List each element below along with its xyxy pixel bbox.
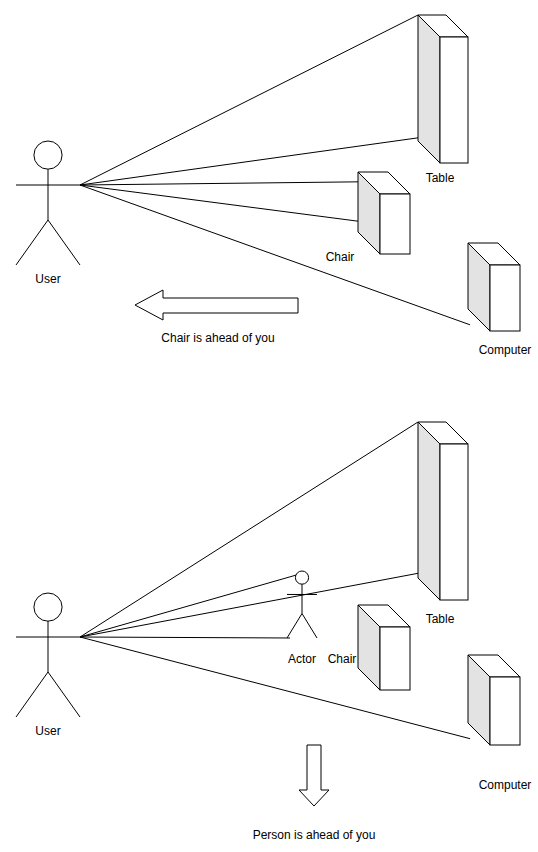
node-label: Table — [426, 171, 455, 185]
person-figure: User — [16, 592, 80, 717]
node-label: Computer — [479, 778, 532, 792]
node-label: Chair — [326, 250, 355, 264]
object-block: Chair — [358, 172, 410, 254]
caption-text: Chair is ahead of you — [161, 331, 274, 345]
node-label: Chair — [328, 652, 357, 666]
sight-line — [80, 637, 470, 739]
node-label: User — [35, 272, 60, 286]
sight-line — [80, 15, 418, 185]
person-figure: User — [16, 140, 80, 265]
sight-line — [80, 185, 470, 325]
sight-line — [80, 422, 418, 637]
left-arrow — [135, 290, 298, 320]
node-label: Computer — [479, 343, 532, 357]
node-label: Table — [426, 612, 455, 626]
down-arrow — [299, 745, 329, 806]
object-block: Computer — [468, 655, 520, 745]
object-block: Table — [418, 422, 468, 600]
object-block: Table — [418, 15, 468, 163]
node-label: Actor — [288, 652, 316, 666]
sight-line — [80, 573, 302, 638]
caption-text: Person is ahead of you — [253, 828, 376, 842]
sight-line — [80, 182, 358, 221]
person-figure: Actor — [287, 570, 317, 638]
node-label: User — [35, 724, 60, 738]
object-block: Computer — [468, 243, 520, 331]
object-block: Chair — [358, 605, 410, 690]
